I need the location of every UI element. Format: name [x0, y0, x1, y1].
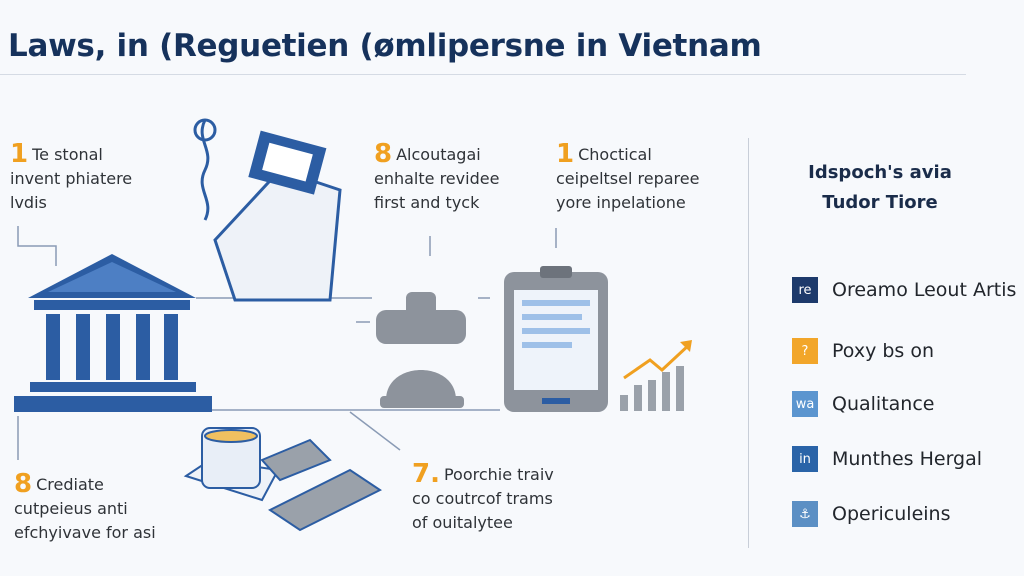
microscope-icon	[376, 292, 466, 408]
step-number: 1	[556, 139, 575, 169]
legend-item: ?Poxy bs on	[792, 338, 934, 364]
document-hand-icon	[193, 118, 342, 302]
divider	[0, 74, 966, 75]
step-number: 8	[14, 469, 33, 499]
legend-badge-icon: ⚓	[792, 501, 818, 527]
step-number: 1	[10, 139, 29, 169]
growth-chart-icon	[620, 340, 692, 411]
step-5: 7.Poorchie traiv co coutrcof trams of ou…	[412, 459, 554, 532]
sidebar-title: Idspoch's avia Tudor Tiore	[808, 162, 952, 213]
legend-badge-icon: re	[792, 277, 818, 303]
legend-item: ⚓Opericuleins	[792, 501, 950, 527]
sidebar-divider	[748, 138, 749, 548]
legend-badge-icon: in	[792, 446, 818, 472]
clipboard-tablet-icon	[504, 266, 608, 412]
step-number: 8	[374, 139, 393, 169]
bank-building-icon	[14, 254, 212, 412]
legend-badge-icon: wa	[792, 391, 818, 417]
step-number: 7.	[412, 459, 440, 489]
illustrations	[14, 118, 692, 532]
legend-badge-icon: ?	[792, 338, 818, 364]
cup-and-papers-icon	[183, 427, 382, 532]
page-title: Laws, in (Reguetien (ømlipersne in Vietn…	[8, 28, 762, 64]
